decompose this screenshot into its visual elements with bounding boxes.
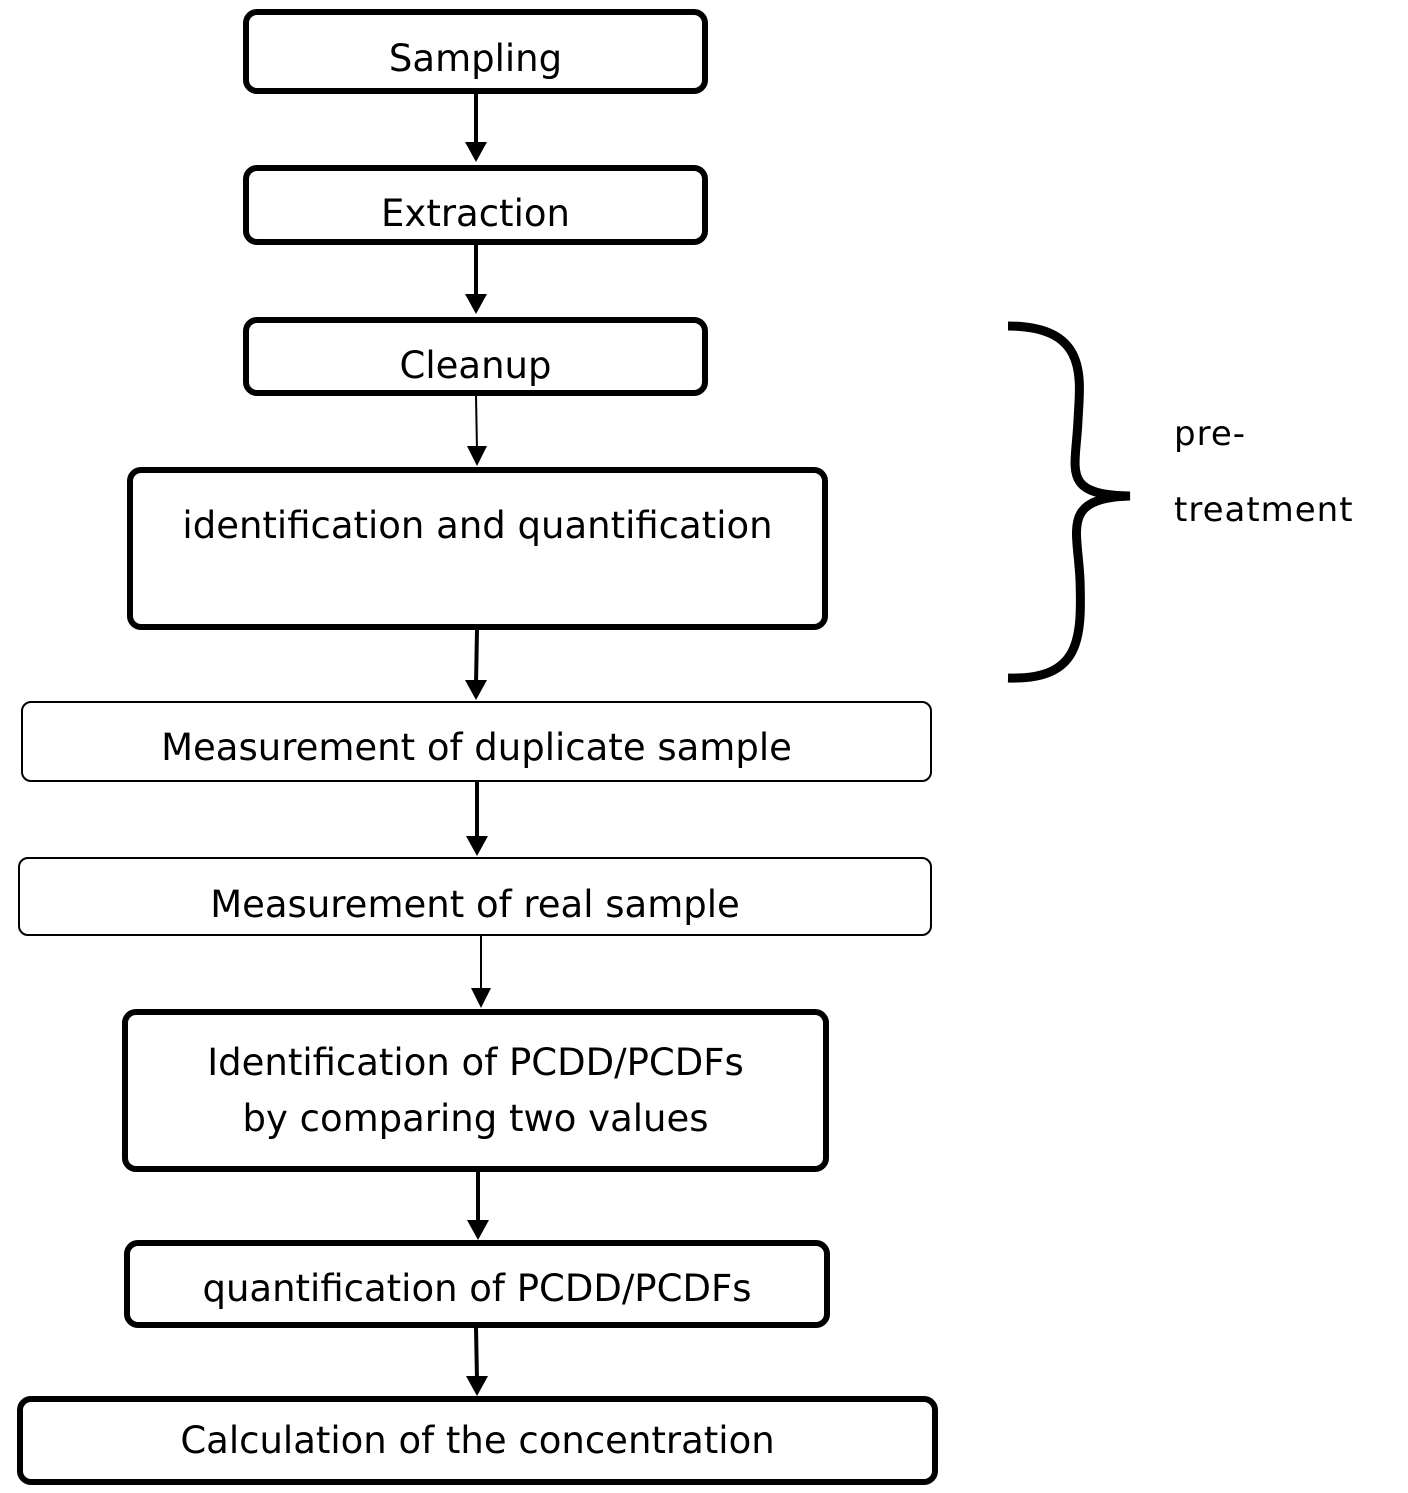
step-label: Extraction <box>381 192 570 235</box>
arrow <box>474 629 479 685</box>
arrow <box>475 395 478 451</box>
step-label: Cleanup <box>399 343 552 387</box>
step-extraction: Extraction <box>243 165 708 245</box>
arrowhead-icon <box>465 142 487 162</box>
arrowhead-icon <box>467 1220 489 1240</box>
brace-label-line1: pre- <box>1174 414 1246 454</box>
step-label: Calculation of the concentration <box>180 1418 775 1462</box>
step-label: Measurement of real sample <box>210 882 740 926</box>
arrowhead-icon <box>466 836 488 856</box>
arrowhead-icon <box>465 680 487 700</box>
step-cleanup: Cleanup <box>243 317 708 396</box>
arrowhead-icon <box>471 988 491 1008</box>
arrowhead-icon <box>467 446 487 466</box>
step-label: Identification of PCDD/PCDFs by comparin… <box>207 1040 744 1140</box>
curly-brace <box>1007 321 1131 683</box>
step-label: Sampling <box>388 36 563 80</box>
step-sampling: Sampling <box>243 9 708 94</box>
step-identification-pcdd: Identification of PCDD/PCDFs by comparin… <box>122 1009 829 1172</box>
arrowhead-icon <box>466 1376 488 1396</box>
arrowhead-icon <box>465 294 487 314</box>
step-quantification-pcdd: quantification of PCDD/PCDFs <box>124 1240 830 1328</box>
step-calculation: Calculation of the concentration <box>17 1396 938 1485</box>
brace-label-line2: treatment <box>1174 490 1354 530</box>
step-label: Measurement of duplicate sample <box>161 725 792 769</box>
step-duplicate-measurement: Measurement of duplicate sample <box>21 701 932 782</box>
step-label: quantification of PCDD/PCDFs <box>202 1267 752 1310</box>
arrow <box>474 1327 479 1381</box>
step-identification-quantification: identification and quantification <box>127 467 828 630</box>
step-real-measurement: Measurement of real sample <box>18 857 932 936</box>
step-label: identification and quantification <box>182 504 773 547</box>
